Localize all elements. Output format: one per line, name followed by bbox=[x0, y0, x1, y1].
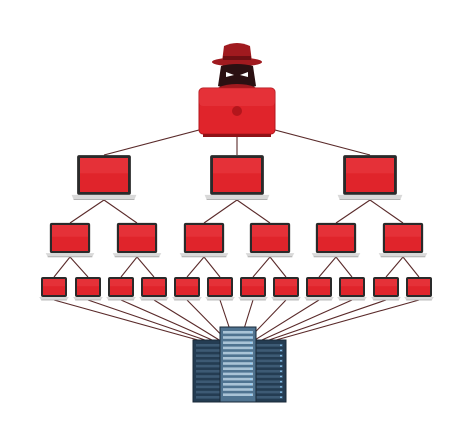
server-tower bbox=[219, 326, 257, 403]
laptop-icon bbox=[73, 277, 103, 301]
laptop-icon bbox=[245, 222, 295, 258]
hacker-with-laptop-icon bbox=[198, 43, 276, 137]
connection-line bbox=[69, 256, 89, 278]
connection-line bbox=[120, 256, 138, 278]
connection-line bbox=[251, 299, 320, 343]
laptop-icon bbox=[371, 277, 401, 301]
laptop-icon bbox=[337, 277, 367, 301]
laptop-nodes bbox=[39, 155, 434, 301]
connection-line bbox=[53, 299, 206, 343]
connection-line bbox=[103, 199, 138, 224]
connection-line bbox=[153, 299, 223, 343]
laptop-icon bbox=[45, 222, 95, 258]
laptop-icon bbox=[204, 155, 270, 201]
connection-line bbox=[136, 256, 155, 278]
laptop-icon bbox=[238, 277, 268, 301]
connection-line bbox=[335, 256, 353, 278]
laptop-icon bbox=[304, 277, 334, 301]
connection-line bbox=[203, 199, 238, 224]
laptop-icon bbox=[139, 277, 169, 301]
server-tower bbox=[251, 339, 287, 403]
laptop-icon bbox=[271, 277, 301, 301]
connection-line bbox=[369, 199, 404, 224]
connection-line bbox=[268, 299, 420, 343]
server-rack-icon bbox=[192, 326, 287, 403]
laptop-icon bbox=[39, 277, 69, 301]
connection-line bbox=[385, 256, 404, 278]
connection-line bbox=[402, 256, 420, 278]
connection-line bbox=[69, 199, 105, 224]
connection-line bbox=[87, 299, 211, 343]
laptop-icon bbox=[112, 222, 162, 258]
connection-line bbox=[257, 299, 353, 343]
laptop-icon bbox=[311, 222, 361, 258]
connection-line bbox=[186, 256, 205, 278]
connection-line bbox=[269, 256, 287, 278]
laptop-icon bbox=[172, 277, 202, 301]
logo-mark bbox=[232, 106, 242, 116]
connection-lines bbox=[53, 119, 420, 343]
laptop-icon bbox=[205, 277, 235, 301]
connection-line bbox=[335, 199, 371, 224]
connection-line bbox=[263, 299, 387, 343]
connection-line bbox=[252, 256, 271, 278]
laptop-icon bbox=[378, 222, 428, 258]
laptop-icon bbox=[404, 277, 434, 301]
laptop-icon bbox=[337, 155, 403, 201]
laptop-icon bbox=[71, 155, 137, 201]
connection-line bbox=[236, 199, 271, 224]
connection-line bbox=[203, 256, 221, 278]
laptop-icon bbox=[179, 222, 229, 258]
laptop-icon bbox=[106, 277, 136, 301]
connection-line bbox=[120, 299, 217, 343]
connection-line bbox=[318, 256, 337, 278]
connection-line bbox=[53, 256, 71, 278]
